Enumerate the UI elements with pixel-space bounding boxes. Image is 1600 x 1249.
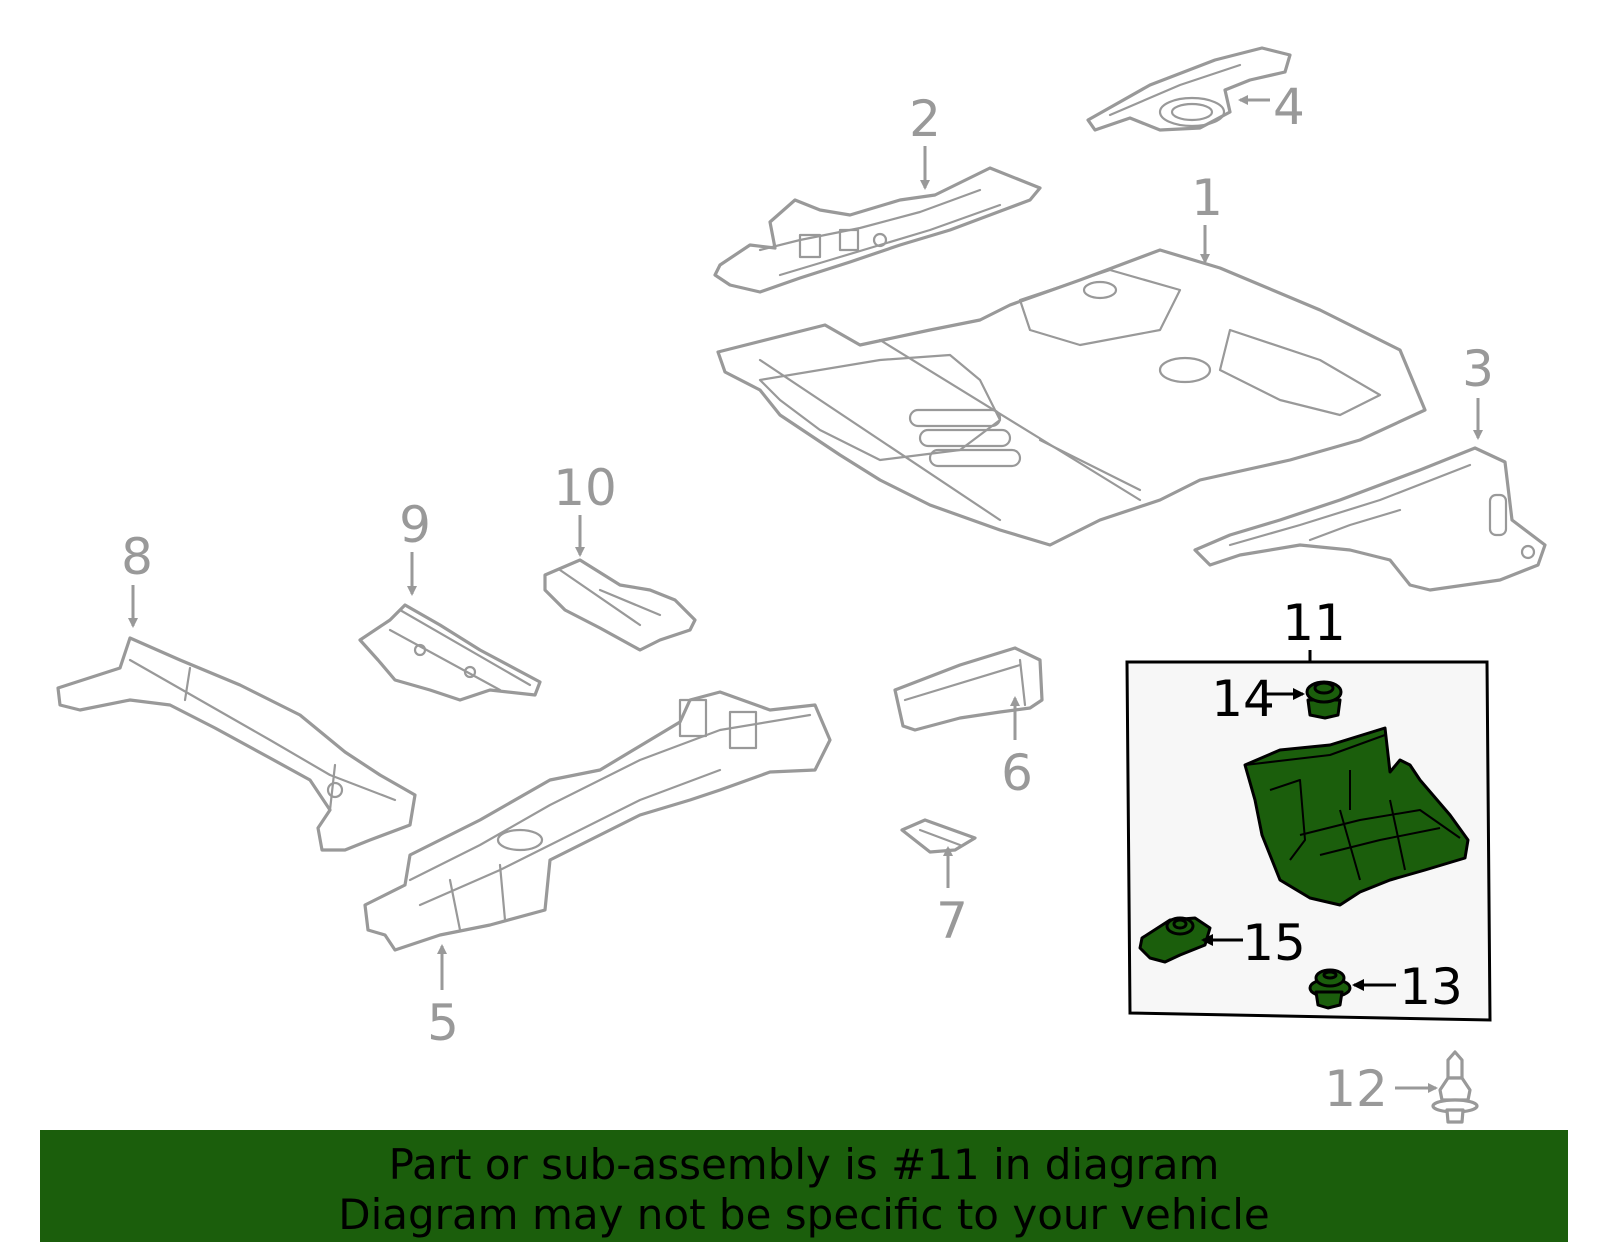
callout-3: 3 [1462,340,1494,398]
part-11-under-cover[interactable] [1243,726,1470,907]
banner-line-2: Diagram may not be specific to your vehi… [338,1190,1270,1239]
callout-2: 2 [909,90,941,148]
part-6-bracket [893,646,1044,732]
part-7-plate [900,818,977,854]
part-15-clip-nut[interactable] [1138,916,1212,964]
callout-4: 4 [1273,78,1305,136]
part-13-nut[interactable] [1308,968,1352,1010]
callout-13: 13 [1399,958,1463,1016]
part-9-bracket [358,603,542,702]
banner-line-1: Part or sub-assembly is #11 in diagram [388,1140,1220,1189]
callout-10: 10 [553,459,617,517]
callout-11: 11 [1282,594,1346,652]
callout-15: 15 [1242,914,1306,972]
leader-arrows-highlight [1201,688,1396,991]
callout-14: 14 [1211,670,1275,728]
callout-12: 12 [1324,1060,1388,1118]
info-banner: Part or sub-assembly is #11 in diagram D… [40,1130,1568,1242]
part-1-floor-pan [716,248,1427,547]
leader-arrows [128,95,1483,1093]
callout-1: 1 [1191,169,1223,227]
part-8-side-member [56,636,417,852]
part-12-clip [1431,1050,1479,1124]
part-4-bracket [1086,46,1292,132]
part-10-bracket [543,558,697,652]
callout-7: 7 [936,892,968,950]
part-2-crossmember [713,166,1042,294]
part-3-rear-crossmember [1193,446,1547,592]
part-5-rear-frame [363,690,832,952]
callout-6: 6 [1001,744,1033,802]
callout-8: 8 [121,528,153,586]
callout-9: 9 [399,496,431,554]
part-14-grommet[interactable] [1305,680,1343,720]
callout-5: 5 [427,994,459,1052]
